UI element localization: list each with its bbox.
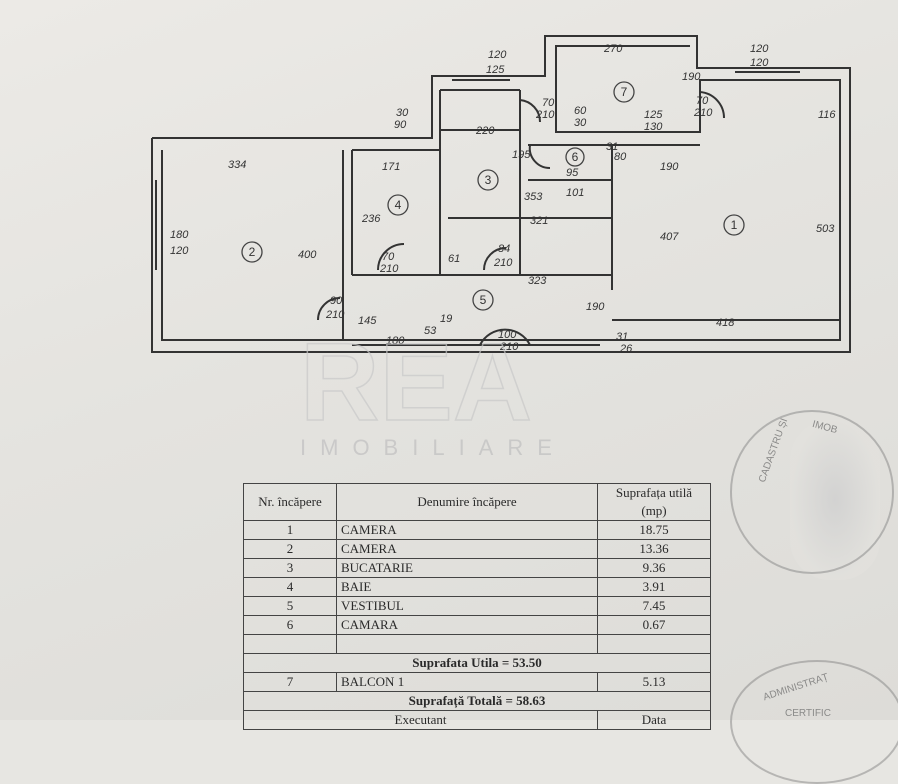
header-area: Suprafața utilă (mp) <box>597 483 711 521</box>
dim-label: 61 <box>448 253 460 265</box>
stamp-text: CERTIFIC <box>785 708 831 719</box>
table-row: 4 BAIE 3.91 <box>243 577 711 597</box>
room-number: 5 <box>480 293 487 307</box>
dim-label: 503 <box>816 223 835 235</box>
door-arc <box>317 297 341 321</box>
table-row: 2 CAMERA 13.36 <box>243 539 711 559</box>
outer-wall <box>151 35 851 353</box>
dim-label: 31 <box>606 141 618 153</box>
total-area: Suprafață Totală = 58.63 <box>243 691 711 711</box>
footer-row: Executant Data <box>243 710 711 730</box>
dim-label: 130 <box>644 121 663 133</box>
dim-label: 400 <box>298 249 317 261</box>
door-arc <box>528 144 551 170</box>
dim-label: 407 <box>660 231 679 243</box>
dim-label: 120 <box>750 43 769 55</box>
door-arc <box>699 91 726 119</box>
dim-label: 116 <box>818 109 836 121</box>
room-number: 4 <box>395 198 402 212</box>
table-row: 6 CAMARA 0.67 <box>243 615 711 635</box>
header-nr: Nr. încăpere <box>243 483 337 521</box>
dim-label: 90 <box>394 119 407 131</box>
dim-label: 195 <box>512 149 531 161</box>
dim-label: 19 <box>440 313 452 325</box>
dim-label: 125 <box>644 109 663 121</box>
table-row: 3 BUCATARIE 9.36 <box>243 558 711 578</box>
table-row: 1 CAMERA 18.75 <box>243 520 711 540</box>
dim-label: 120 <box>750 57 769 69</box>
dim-label: 30 <box>574 117 587 129</box>
inner-outline <box>161 45 841 341</box>
dim-label: 120 <box>488 49 507 61</box>
table-row-empty <box>243 634 711 654</box>
dim-label: 190 <box>586 301 605 313</box>
dim-label: 210 <box>535 109 555 121</box>
executant-label: Executant <box>243 710 598 730</box>
dim-label: 84 <box>498 243 510 255</box>
dim-label: 70 <box>696 95 709 107</box>
dim-label: 26 <box>619 343 633 355</box>
floor-plan: 1 2 3 4 5 6 7 120 125 270 120 120 30 90 … <box>151 35 851 460</box>
door-arc <box>377 243 405 271</box>
dim-label: 125 <box>486 64 505 76</box>
room-number: 3 <box>485 173 492 187</box>
dim-label: 418 <box>716 317 735 329</box>
dim-label: 180 <box>170 229 189 241</box>
dim-label: 31 <box>616 331 628 343</box>
dim-label: 95 <box>566 167 579 179</box>
dim-label: 321 <box>530 215 548 227</box>
door-arc <box>479 328 531 346</box>
dim-label: 334 <box>228 159 246 171</box>
dim-label: 236 <box>361 213 381 225</box>
dim-label: 210 <box>493 257 513 269</box>
dim-label: 210 <box>325 309 345 321</box>
util-area: Suprafata Utila = 53.50 <box>243 653 711 673</box>
room-number: 6 <box>572 150 579 164</box>
util-area-row: Suprafata Utila = 53.50 <box>243 653 711 673</box>
stamp-circle <box>730 410 894 574</box>
room-number: 2 <box>249 245 256 259</box>
dim-label: 101 <box>566 187 584 199</box>
dim-label: 120 <box>170 245 189 257</box>
dim-label: 190 <box>660 161 679 173</box>
dim-label: 323 <box>528 275 547 287</box>
dim-label: 90 <box>330 295 343 307</box>
watermark-text: IMOBILIARE <box>300 435 566 460</box>
door-arc <box>519 99 542 123</box>
watermark-logo: REA <box>300 321 532 444</box>
dim-label: 210 <box>693 107 713 119</box>
dim-label: 353 <box>524 191 543 203</box>
dim-label: 100 <box>498 329 517 341</box>
dim-label: 70 <box>542 97 555 109</box>
total-area-row: Suprafață Totală = 58.63 <box>243 691 711 711</box>
dim-label: 70 <box>382 251 395 263</box>
header-name: Denumire încăpere <box>336 483 598 521</box>
table-header: Nr. încăpere Denumire încăpere Suprafața… <box>243 483 711 521</box>
date-label: Data <box>597 710 711 730</box>
dim-label: 180 <box>386 335 405 347</box>
dim-label: 145 <box>358 315 377 327</box>
room-number: 7 <box>621 85 628 99</box>
room-table: Nr. încăpere Denumire încăpere Suprafața… <box>243 483 711 730</box>
balcony-row: 7 BALCON 1 5.13 <box>243 672 711 692</box>
dim-label: 210 <box>499 341 519 353</box>
dim-label: 60 <box>574 105 587 117</box>
table-row: 5 VESTIBUL 7.45 <box>243 596 711 616</box>
dim-label: 80 <box>614 151 627 163</box>
dim-label: 190 <box>682 71 701 83</box>
room-number: 1 <box>731 218 738 232</box>
dim-label: 220 <box>475 125 495 137</box>
dim-label: 53 <box>424 325 437 337</box>
dim-label: 270 <box>603 43 623 55</box>
dim-label: 30 <box>396 107 409 119</box>
door-arc <box>483 247 507 271</box>
dim-label: 210 <box>379 263 399 275</box>
dim-label: 171 <box>382 161 400 173</box>
